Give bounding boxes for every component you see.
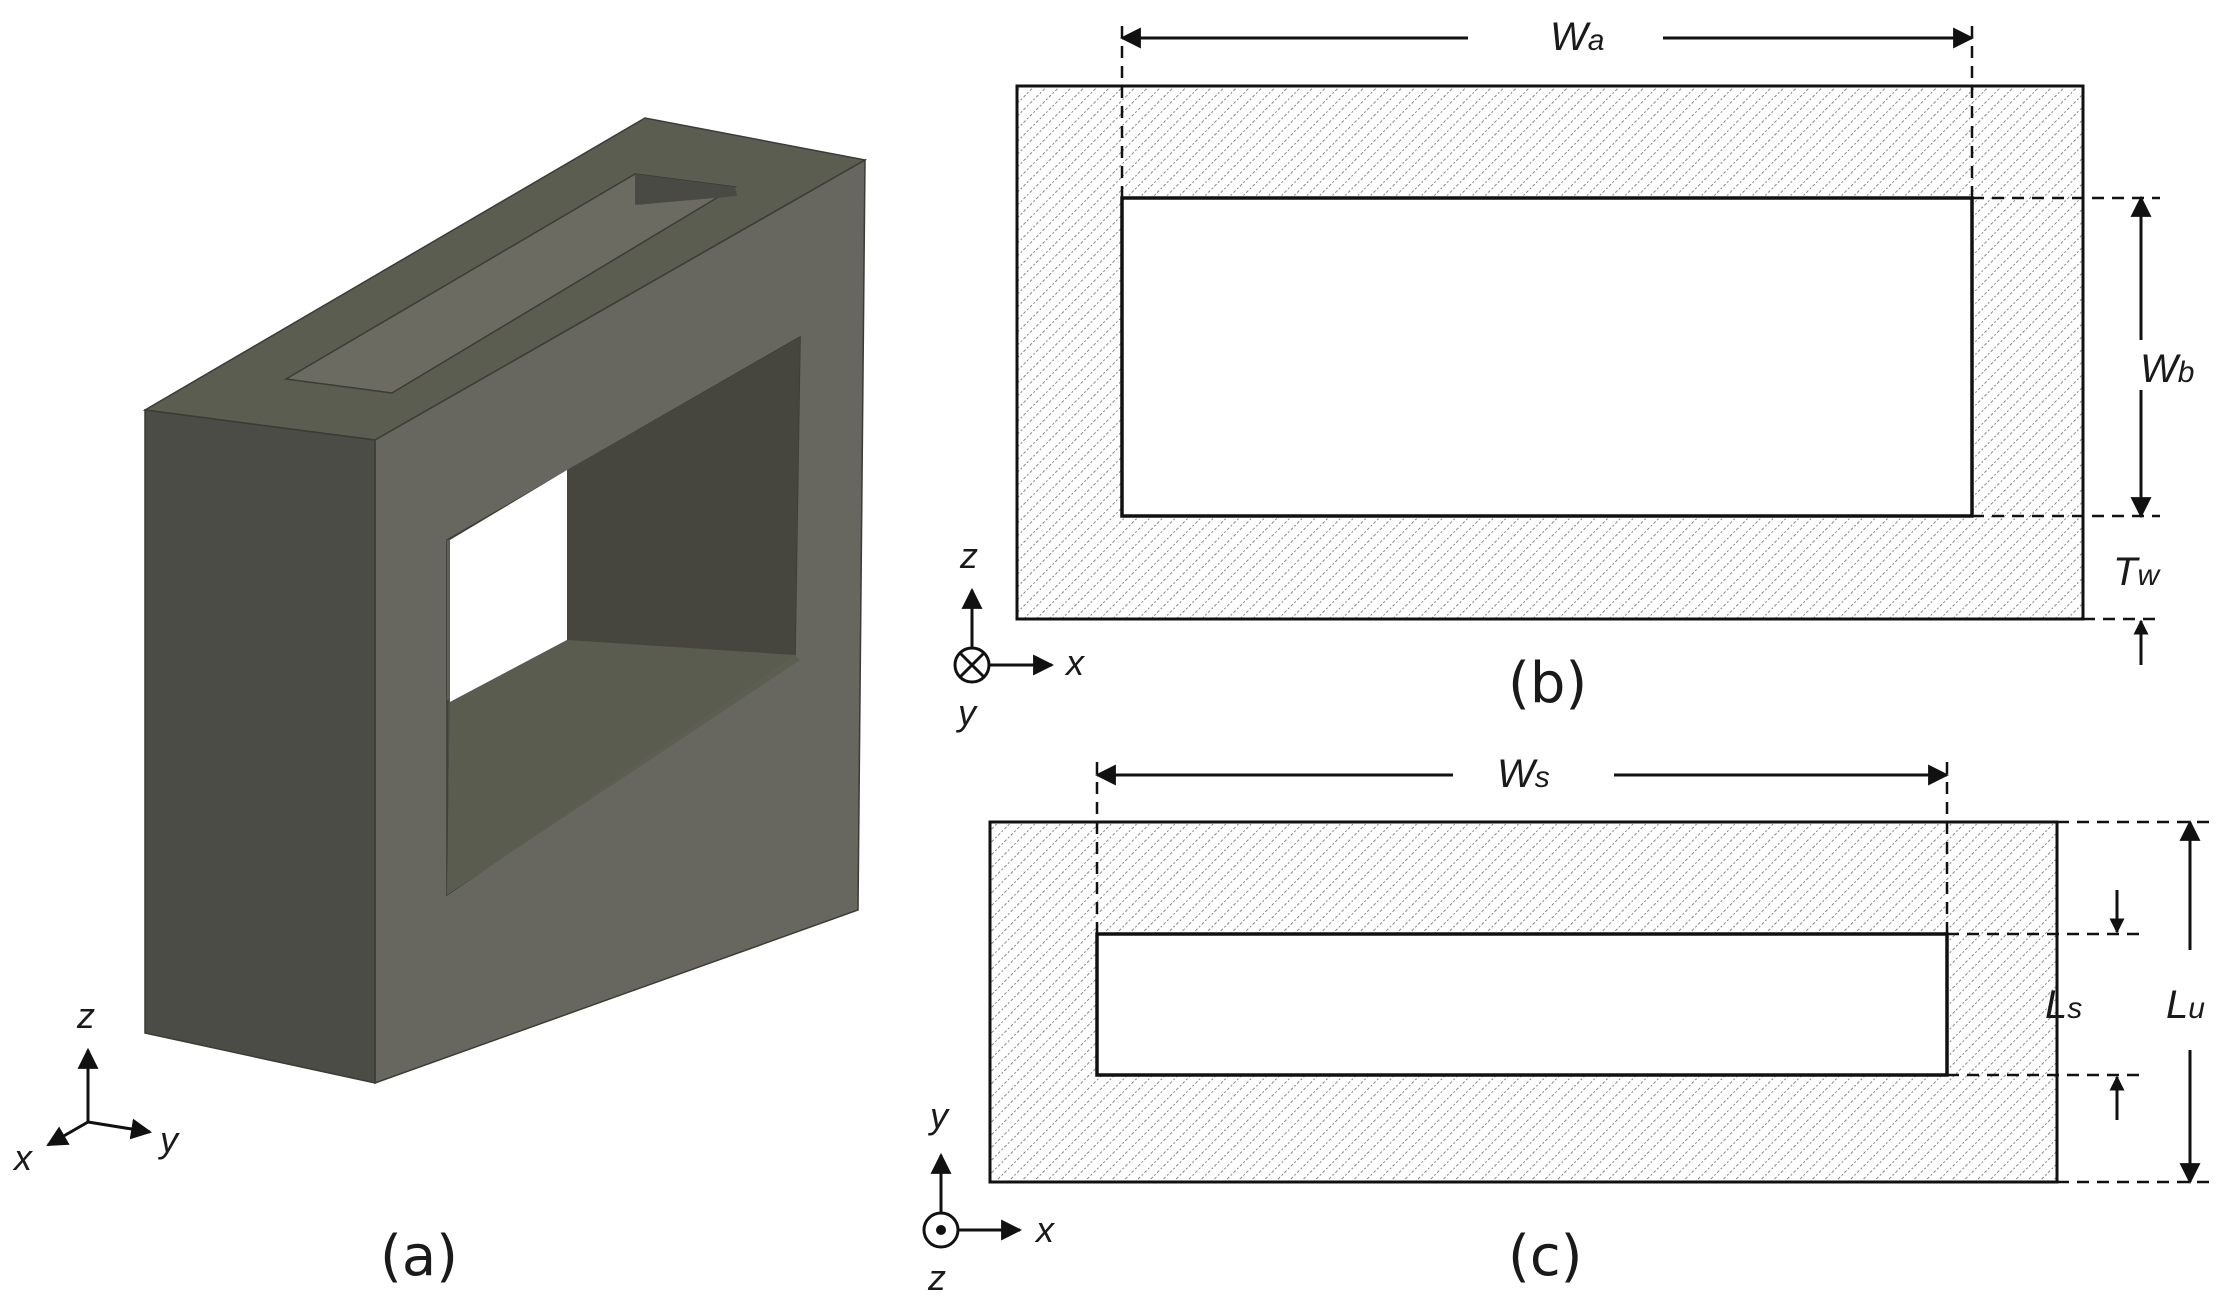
- dim-label-wb: Wb: [2140, 347, 2194, 391]
- dim-label-wa: Wa: [1550, 15, 1604, 59]
- axis-z-label-a: z: [76, 995, 95, 1036]
- axes-a: [46, 1047, 153, 1147]
- caption-b: (b): [1508, 651, 1587, 716]
- window-floor: [447, 640, 795, 895]
- axis-y-label-b: y: [955, 692, 978, 733]
- dim-label-tw: Tw: [2113, 550, 2161, 594]
- axes-b: [953, 587, 1055, 684]
- dim-label-lu: Lu: [2166, 983, 2205, 1027]
- window-back-wall: [567, 337, 800, 655]
- inner-aperture-b: [1120, 196, 1974, 518]
- axis-x-label-a: x: [12, 1137, 34, 1178]
- panel-b: Wa Wb Tw z x y (b): [953, 15, 2194, 733]
- caption-a: (a): [380, 1224, 458, 1289]
- slot-c: [1095, 932, 1949, 1077]
- axis-x-label-c: x: [1034, 1209, 1056, 1250]
- panel-a: z y x (a): [12, 117, 868, 1289]
- panel-c: Ws Ls Lu y x z (c): [922, 752, 2210, 1298]
- axis-z-label-c: z: [927, 1257, 946, 1298]
- block-front-face: [144, 409, 376, 1084]
- axis-z-label-b: z: [959, 535, 978, 576]
- axes-c: [922, 1152, 1023, 1249]
- dim-label-ls: Ls: [2045, 983, 2082, 1027]
- out-of-plane-dot-c: [936, 1225, 946, 1235]
- caption-c: (c): [1508, 1224, 1582, 1289]
- window-through-hole: [450, 470, 567, 702]
- axis-y-label-c: y: [927, 1095, 950, 1136]
- top-slot-inner-wall: [635, 174, 737, 205]
- axis-y-label-a: y: [157, 1119, 180, 1160]
- dim-label-ws: Ws: [1497, 752, 1550, 796]
- axis-x-label-b: x: [1064, 642, 1086, 683]
